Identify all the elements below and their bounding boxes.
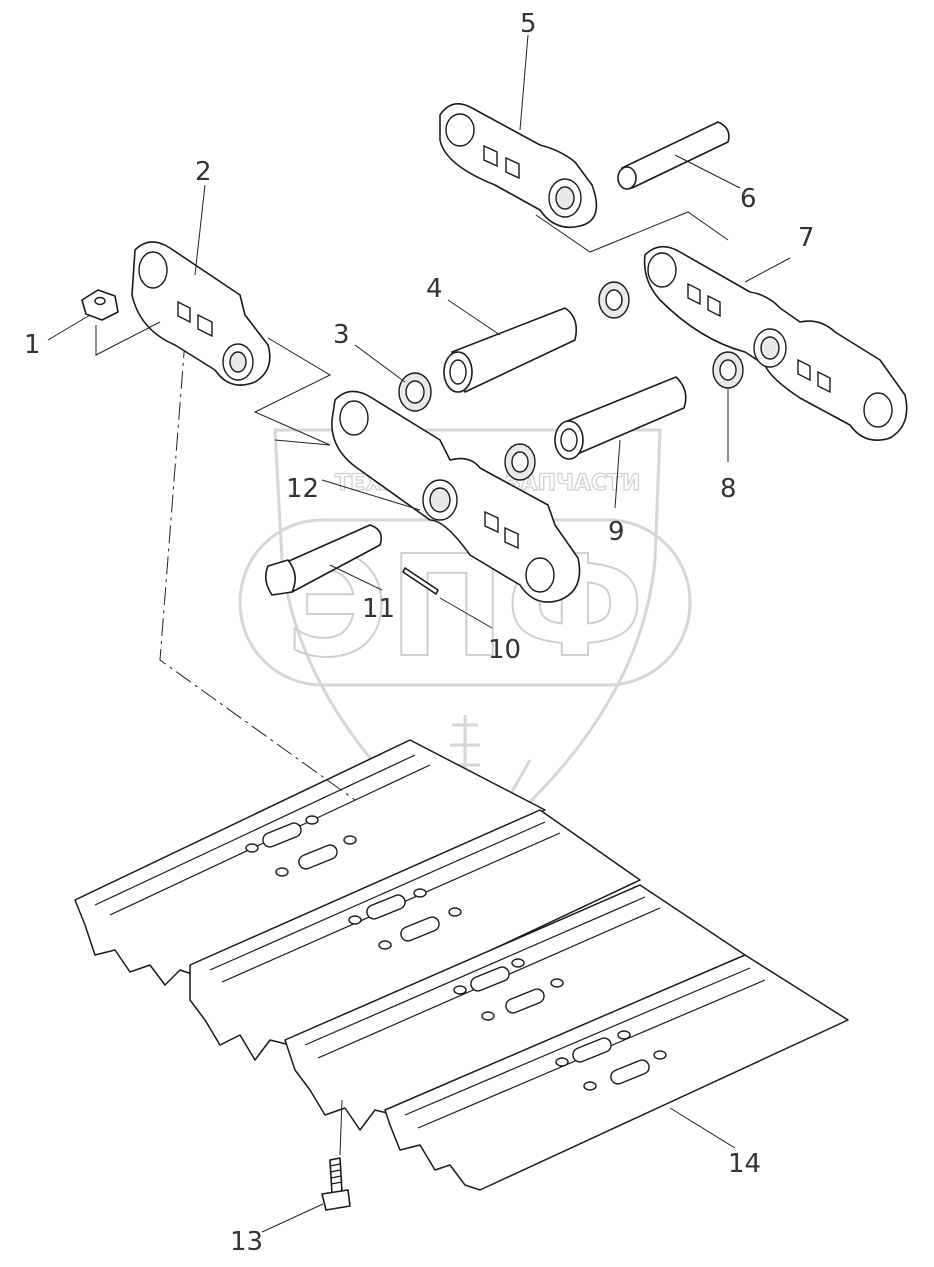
callout-6: 6	[740, 184, 757, 214]
part-12-track-link	[331, 390, 581, 603]
callout-11: 11	[362, 594, 395, 624]
part-4-bushing	[443, 307, 578, 393]
part-seal-ring-upper	[598, 281, 630, 319]
callout-10: 10	[488, 635, 521, 665]
part-13-bolt	[321, 1157, 351, 1211]
assembly-centerline	[159, 339, 356, 801]
assembly-brackets	[95, 211, 729, 446]
callout-9: 9	[608, 517, 625, 547]
part-5-track-link	[439, 103, 598, 229]
part-9-bushing	[554, 376, 687, 460]
part-6-pin	[617, 121, 730, 190]
callout-labels: 1 2 3 4 5 6 7 8 9 10 11 12 13 14	[24, 9, 815, 1257]
callout-12: 12	[286, 474, 319, 504]
callout-4: 4	[426, 274, 443, 304]
track-shoe-assembly	[74, 739, 849, 1191]
callout-8: 8	[720, 474, 737, 504]
part-seal-ring-lower	[504, 443, 536, 481]
callout-5: 5	[520, 9, 537, 39]
part-2-track-link	[131, 241, 271, 386]
callout-1: 1	[24, 330, 41, 360]
callout-3: 3	[333, 320, 350, 350]
callout-7: 7	[798, 223, 815, 253]
callout-2: 2	[195, 157, 212, 187]
callout-14: 14	[728, 1149, 761, 1179]
part-11-master-pin	[264, 524, 383, 596]
leader-lines	[47, 34, 791, 1233]
part-1-nut	[81, 289, 119, 321]
callout-13: 13	[230, 1227, 263, 1257]
part-7-track-link	[643, 245, 908, 441]
part-8-seal-ring	[712, 351, 744, 389]
track-shoe-holes	[245, 815, 667, 1091]
part-3-seal-ring	[398, 372, 432, 412]
part-10-spring-pin	[402, 567, 439, 595]
